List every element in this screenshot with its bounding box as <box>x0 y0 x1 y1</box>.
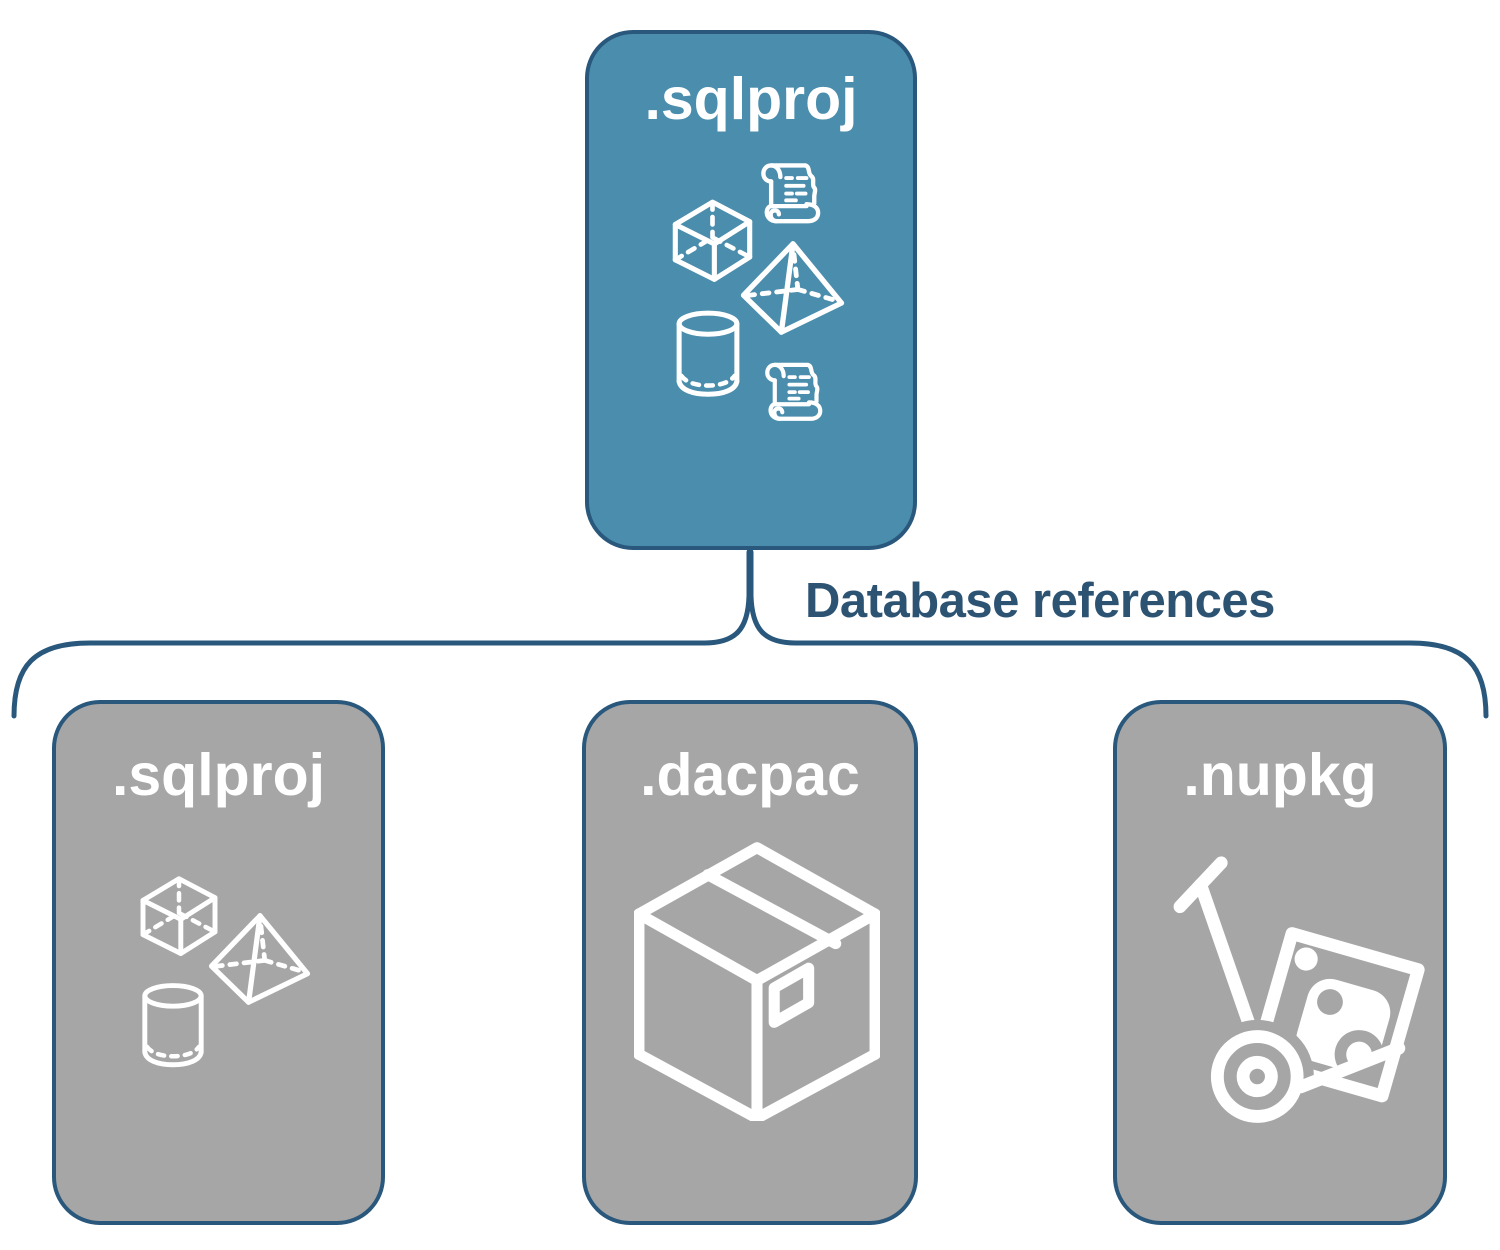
brace-right-half <box>748 593 1489 719</box>
package-box-icon <box>634 842 880 1121</box>
pyramid-icon <box>740 241 845 335</box>
node-title: .dacpac <box>640 742 860 808</box>
nuget-hand-truck-icon <box>1173 856 1425 1128</box>
cube-icon <box>140 876 218 956</box>
connector-label: Database references <box>805 574 1275 628</box>
cylinder-icon <box>676 310 740 397</box>
sql-script-icon <box>761 163 821 224</box>
brace-left-half <box>11 593 752 719</box>
pyramid-icon <box>208 913 311 1005</box>
node-title: .nupkg <box>1183 742 1377 808</box>
sql-script-icon <box>765 362 823 421</box>
cube-icon <box>672 199 753 282</box>
node-title: .sqlproj <box>644 66 858 132</box>
node-sqlproj-bottom: .sqlproj <box>52 700 385 1225</box>
cylinder-icon <box>142 983 204 1068</box>
node-title: .sqlproj <box>111 742 326 808</box>
